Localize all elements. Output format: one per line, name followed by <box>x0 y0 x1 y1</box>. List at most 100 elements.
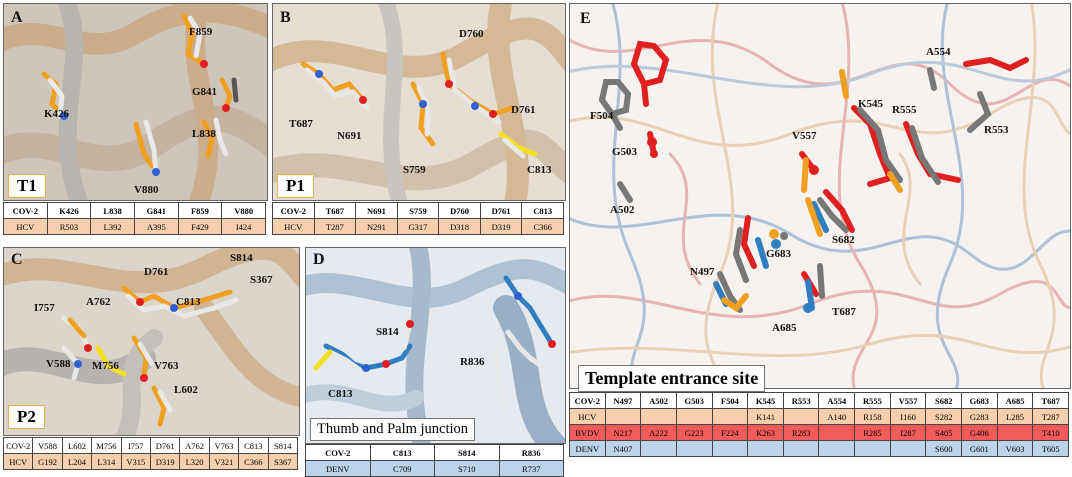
table-cell: S682 <box>925 392 963 409</box>
table-cell: N217 <box>604 424 642 441</box>
table-cell: L392 <box>90 218 135 235</box>
residue-label: S814 <box>230 252 253 264</box>
table-cell: C366 <box>521 218 564 235</box>
table-cell: K263 <box>747 424 784 441</box>
table-cell: R737 <box>498 460 564 477</box>
panel-c-table: COV-2 V588 L602 M756 I757 D761 A762 V763… <box>2 437 299 470</box>
table-cell: I424 <box>221 218 266 235</box>
table-cell <box>782 440 820 457</box>
table-cell: G406 <box>961 424 998 441</box>
panel-e-structure <box>570 4 1070 388</box>
panel-e-label: E <box>580 10 591 27</box>
table-cell: V880 <box>221 202 266 219</box>
table-cell: C366 <box>238 453 269 470</box>
table-cell: F429 <box>177 218 223 235</box>
table-cell: COV-2 <box>305 444 371 461</box>
table-cell: S405 <box>925 424 963 441</box>
table-cell: D318 <box>438 218 481 235</box>
table-cell: L838 <box>90 202 135 219</box>
table-cell: T287 <box>313 218 357 235</box>
residue-label: R555 <box>892 104 917 116</box>
table-cell: HCV <box>3 218 48 235</box>
table-cell: A554 <box>818 392 856 409</box>
table-cell: A395 <box>133 218 179 235</box>
table-cell: C813 <box>521 202 564 219</box>
table-cell: R836 <box>498 444 564 461</box>
table-cell: V763 <box>208 437 240 454</box>
table-cell: D761 <box>149 437 181 454</box>
table-cell: L320 <box>179 453 210 470</box>
residue-label: V880 <box>134 184 159 196</box>
table-cell: L314 <box>91 453 122 470</box>
table-cell: L204 <box>61 453 93 470</box>
residue-label: N497 <box>690 266 715 278</box>
table-cell <box>818 440 856 457</box>
residue-label: L602 <box>174 384 198 396</box>
table-cell: G503 <box>675 392 713 409</box>
residue-label: V763 <box>154 360 179 372</box>
residue-label: I757 <box>34 302 55 314</box>
residue-label: G683 <box>766 248 792 260</box>
residue-label: G503 <box>612 146 638 158</box>
panel-e-table: COV-2 N497 A502 G503 F504 K545 R553 A554… <box>569 392 1069 457</box>
table-cell: COV-2 <box>2 437 34 454</box>
table-cell: F224 <box>711 424 749 441</box>
table-cell: K545 <box>747 392 784 409</box>
residue-label: A502 <box>610 204 635 216</box>
table-cell: BVDV <box>569 424 606 441</box>
table-cell: T687 <box>1032 392 1069 409</box>
panel-d-title: Thumb and Palm junction <box>310 418 476 441</box>
residue-label: D760 <box>459 28 484 40</box>
residue-label: V557 <box>792 130 817 142</box>
residue-label: M756 <box>92 360 119 372</box>
panel-d: D S814 R836 C813 Thumb and Palm junction <box>305 247 566 444</box>
panel-a-table: COV-2 K426 L838 G841 F859 V880 HCV R503 … <box>3 202 266 235</box>
residue-label: C813 <box>328 388 353 400</box>
panel-a-label: A <box>11 9 23 26</box>
table-cell: G683 <box>961 392 998 409</box>
table-cell: S600 <box>925 440 963 457</box>
panel-b-structure <box>273 4 565 200</box>
table-cell: C813 <box>369 444 435 461</box>
residue-label: R553 <box>984 124 1009 136</box>
residue-label: A554 <box>926 46 951 58</box>
table-cell: G223 <box>675 424 713 441</box>
table-cell: S814 <box>434 444 500 461</box>
table-cell <box>675 440 713 457</box>
table-cell <box>640 408 677 425</box>
table-cell <box>711 408 749 425</box>
table-cell <box>889 440 927 457</box>
panel-d-table: COV-2 C813 S814 R836 DENV C709 S710 R737 <box>305 444 564 477</box>
table-cell: R285 <box>854 424 891 441</box>
residue-label: C813 <box>176 296 201 308</box>
table-cell: A140 <box>818 408 856 425</box>
table-cell: COV-2 <box>3 202 48 219</box>
table-cell: R283 <box>782 424 820 441</box>
table-cell: N407 <box>604 440 642 457</box>
table-cell: S814 <box>267 437 299 454</box>
table-cell: S710 <box>434 460 500 477</box>
table-cell: D760 <box>438 202 481 219</box>
residue-label: S814 <box>376 326 399 338</box>
table-cell: C709 <box>369 460 435 477</box>
panel-c: C S814 S367 D761 A762 C813 I757 V588 M75… <box>3 247 300 436</box>
table-cell: COV-2 <box>569 392 606 409</box>
residue-label: A685 <box>772 322 797 334</box>
table-cell: T605 <box>1032 440 1069 457</box>
panel-c-structure <box>4 248 299 435</box>
table-cell: M756 <box>91 437 122 454</box>
table-cell: I287 <box>889 424 927 441</box>
table-cell: S759 <box>396 202 440 219</box>
table-cell: D319 <box>479 218 523 235</box>
residue-label: K426 <box>44 108 70 120</box>
panel-d-structure <box>306 248 565 443</box>
table-cell <box>854 440 891 457</box>
panel-b-table: COV-2 T687 N691 S759 D760 D761 C813 HCV … <box>272 202 564 235</box>
residue-label: G841 <box>192 86 218 98</box>
table-cell: I757 <box>120 437 151 454</box>
residue-label: D761 <box>144 266 169 278</box>
table-cell: N497 <box>604 392 642 409</box>
table-cell: C813 <box>238 437 269 454</box>
table-cell: A222 <box>640 424 677 441</box>
table-cell: V588 <box>32 437 63 454</box>
